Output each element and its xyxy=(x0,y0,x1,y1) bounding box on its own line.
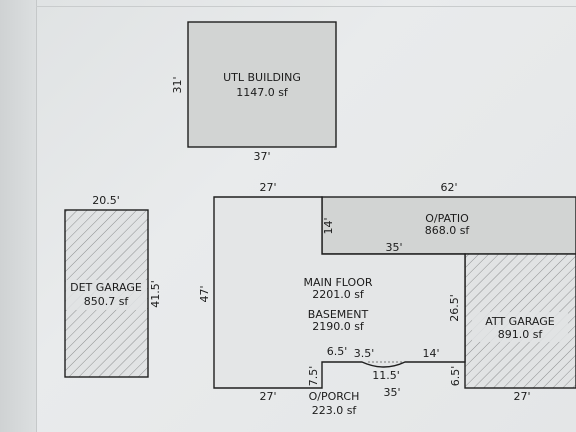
patio-dim-bottom: 35' xyxy=(385,241,402,254)
basement-area: 2190.0 sf xyxy=(312,320,365,333)
utl-building-dim-left: 31' xyxy=(171,76,184,93)
porch-dim-arc: 3.5' xyxy=(354,347,375,360)
porch-dim-bottom: 35' xyxy=(383,386,400,399)
patio-dim-top: 62' xyxy=(440,181,457,194)
porch-dim-arc-width: 11.5' xyxy=(372,369,400,382)
att-garage-dim-left: 6.5' xyxy=(449,366,462,387)
det-garage-dim-top: 20.5' xyxy=(92,194,120,207)
patio-area: 868.0 sf xyxy=(425,224,471,237)
porch-dim-depth: 7.5' xyxy=(307,366,320,387)
patio-shape[interactable] xyxy=(321,196,576,255)
utl-building-dim-bottom: 37' xyxy=(253,150,270,163)
main-house-dim-bottom-left: 27' xyxy=(259,390,276,403)
det-garage-dim-right: 41.5' xyxy=(149,280,162,308)
utl-building-name: UTL BUILDING xyxy=(223,71,301,84)
det-garage-name: DET GARAGE xyxy=(70,281,142,294)
utl-building-shape[interactable] xyxy=(187,21,337,148)
utl-building-area: 1147.0 sf xyxy=(236,86,289,99)
porch-name: O/PORCH xyxy=(309,390,360,403)
att-garage-name: ATT GARAGE xyxy=(485,315,555,328)
det-garage-area: 850.7 sf xyxy=(84,295,130,308)
top-edge-strip xyxy=(36,0,576,7)
att-garage-area: 891.0 sf xyxy=(498,328,544,341)
main-house-dim-right: 26.5' xyxy=(448,294,461,322)
basement-label: BASEMENT xyxy=(308,308,369,321)
main-house-dim-left: 47' xyxy=(198,285,211,302)
porch-area: 223.0 sf xyxy=(312,404,358,417)
porch-dim-right-seg: 14' xyxy=(422,347,439,360)
main-floor-label: MAIN FLOOR xyxy=(303,276,372,289)
patio-name: O/PATIO xyxy=(425,212,469,225)
main-house-dim-top: 27' xyxy=(259,181,276,194)
main-house-outline[interactable] xyxy=(213,196,466,389)
left-margin-panel xyxy=(0,0,37,432)
patio-dim-left: 14' xyxy=(322,217,335,234)
det-garage-label-backdrop xyxy=(66,280,147,310)
porch-dim-step: 6.5' xyxy=(327,345,348,358)
att-garage-dim-bottom: 27' xyxy=(513,390,530,403)
main-floor-area: 2201.0 sf xyxy=(312,288,365,301)
att-garage-label-backdrop xyxy=(472,312,568,342)
